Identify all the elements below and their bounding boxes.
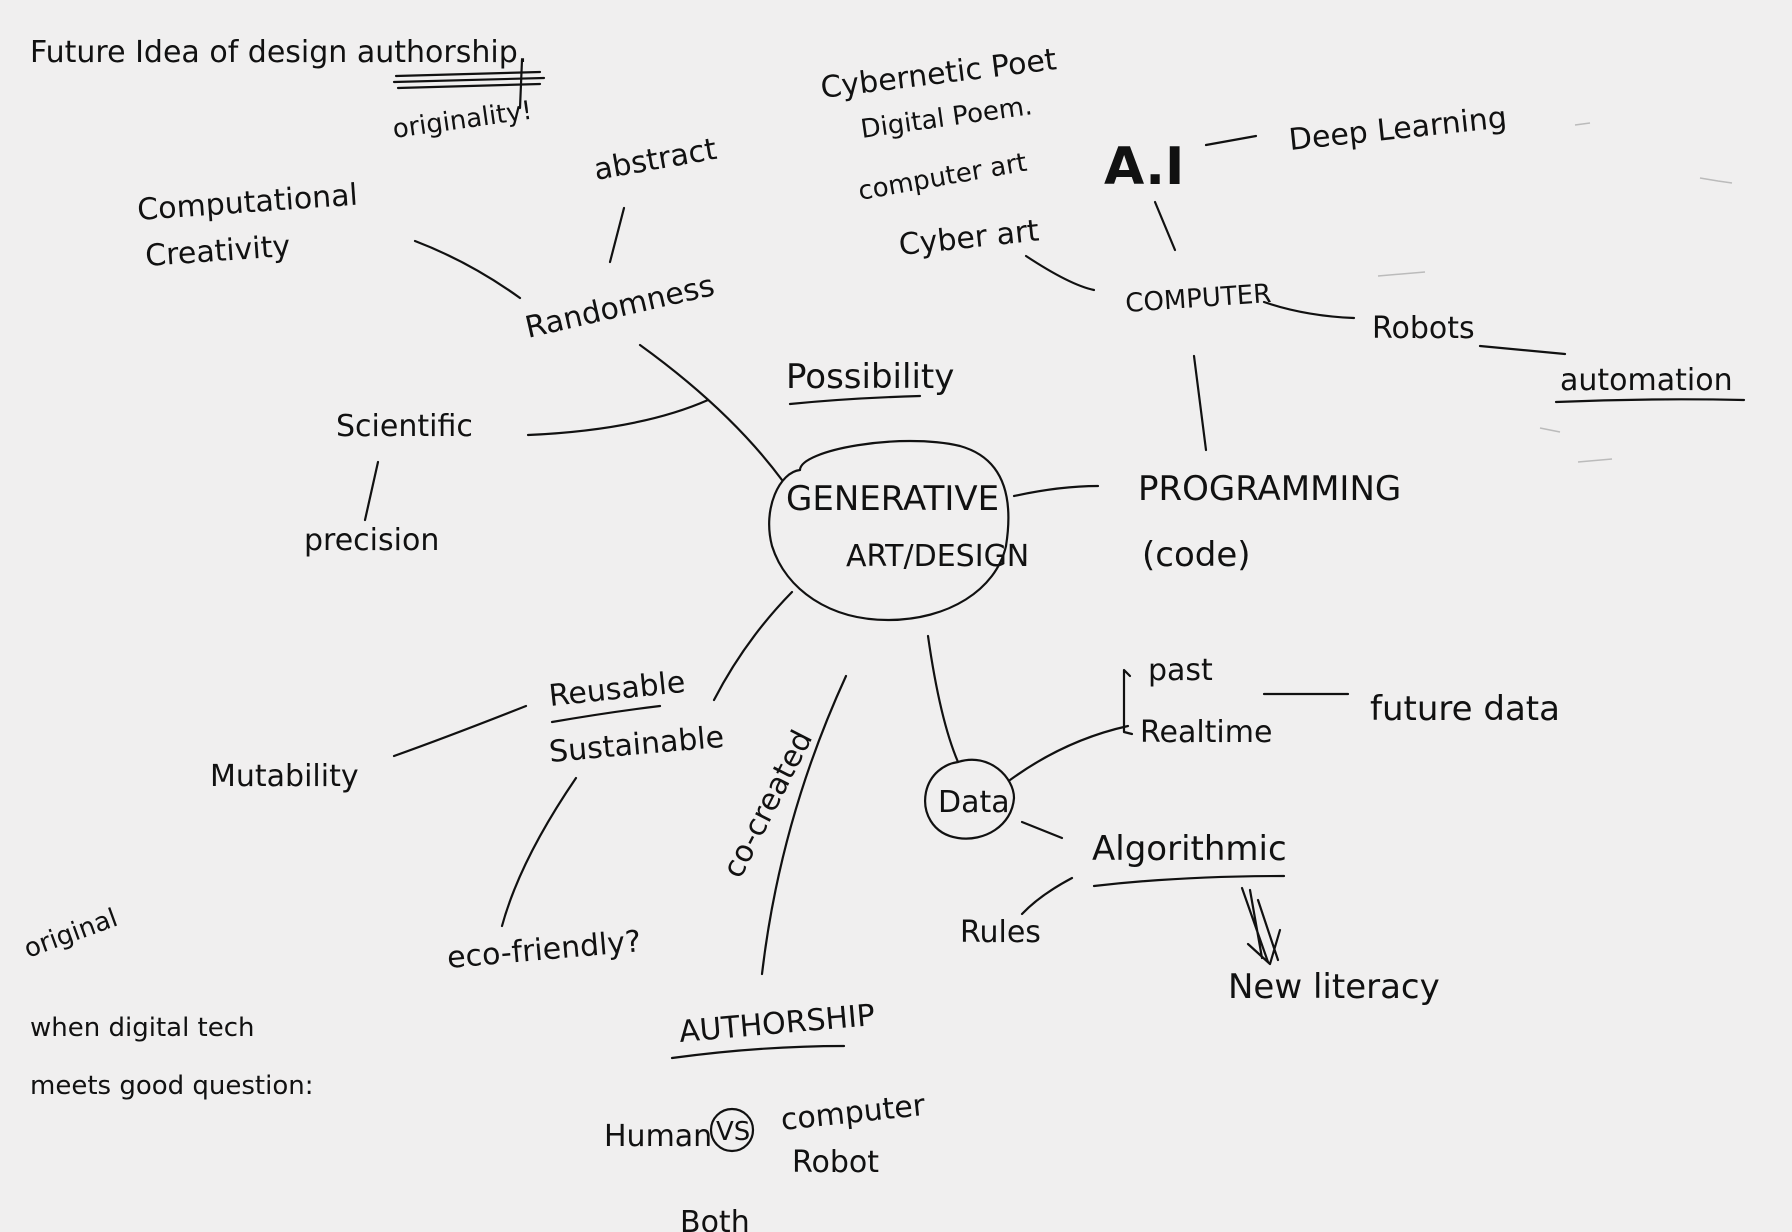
creativity-label: Creativity (144, 229, 291, 274)
computational-label: Computational (136, 178, 359, 228)
automation-underline (1554, 398, 1746, 404)
automation-label: automation (1560, 363, 1733, 398)
meets-good-question-note: meets good question: (30, 1071, 314, 1101)
robot-label: Robot (792, 1145, 879, 1180)
possibility-underline (788, 394, 922, 406)
connections (363, 134, 1567, 1060)
code-label: (code) (1142, 535, 1251, 575)
scientific-label: Scientific (336, 409, 473, 444)
possibility-label: Possibility (786, 357, 954, 397)
precision-label: precision (304, 523, 439, 558)
mutability-label: Mutability (210, 759, 359, 794)
data-ellipse (924, 758, 1016, 840)
line-robots-automation (1478, 344, 1567, 356)
algorithmic-label: Algorithmic (1092, 829, 1287, 869)
line-center-authorship (760, 674, 848, 976)
new-literacy-label: New literacy (1228, 967, 1440, 1007)
line-computer-programming (1192, 354, 1208, 452)
line-scientific-center (526, 398, 710, 437)
original-note: original (20, 903, 122, 964)
line-creativity-randomness (413, 239, 522, 300)
algorithmic-underline (1092, 874, 1286, 888)
line-center-programming (1012, 484, 1100, 498)
bracket-past-realtime (1122, 668, 1134, 736)
past-label: past (1148, 653, 1213, 688)
shapes (709, 440, 1016, 1153)
when-digital-tech-note: when digital tech (30, 1013, 255, 1043)
line-data-algorithmic (1020, 820, 1064, 840)
co-created-label: co-created (716, 725, 820, 884)
line-abstract-randomness (608, 206, 626, 264)
randomness-label: Randomness (522, 268, 718, 346)
title-exclaim-stroke (518, 58, 524, 110)
title-group: Future Idea of design authorship. origin… (30, 35, 546, 145)
authorship-label: AUTHORSHIP (678, 998, 877, 1050)
computer-art-label: computer art (856, 148, 1029, 207)
line-algorithmic-rules (1020, 876, 1074, 916)
line-data-past-realtime (1008, 724, 1130, 782)
reusable-label: Reusable (547, 665, 687, 714)
programming-label: PROGRAMMING (1138, 469, 1401, 509)
robots-label: Robots (1372, 311, 1475, 346)
paper-smudges (1377, 122, 1733, 463)
sustainable-label: Sustainable (548, 720, 726, 770)
future-data-label: future data (1370, 689, 1560, 729)
center-ellipse (768, 440, 1010, 622)
data-label: Data (938, 785, 1010, 820)
vs-circle (709, 1107, 755, 1153)
realtime-label: Realtime (1140, 715, 1272, 750)
abstract-label: abstract (591, 132, 719, 188)
line-sustainable-eco (500, 776, 578, 928)
computer-label: COMPUTER (1124, 279, 1272, 319)
authorship-underline (670, 1044, 846, 1060)
deep-learning-label: Deep Learning (1287, 100, 1508, 158)
vs-label: VS (716, 1117, 750, 1147)
human-label: Human (604, 1119, 712, 1154)
originality-note: originality! (391, 96, 534, 145)
line-scientific-precision (363, 460, 380, 522)
labels: Possibility Computational Creativity abs… (20, 42, 1746, 1232)
line-reusable-mutability (392, 704, 528, 758)
both-label: Both (680, 1205, 750, 1232)
digital-poem-label: Digital Poem. (859, 91, 1034, 145)
arrow-to-new-literacy (1240, 886, 1282, 966)
line-cyberart-computer (1024, 254, 1096, 292)
line-randomness-center (638, 343, 784, 482)
eco-friendly-label: eco-friendly? (446, 924, 643, 976)
line-computer-robots (1262, 300, 1356, 320)
cyber-art-label: Cyber art (897, 213, 1041, 263)
line-ai-computer (1153, 200, 1177, 252)
reusable-underline (550, 704, 662, 724)
rules-label: Rules (960, 915, 1041, 950)
generative-label: GENERATIVE (786, 479, 999, 519)
art-design-label: ART/DESIGN (846, 539, 1029, 574)
ai-label: A.I (1104, 137, 1184, 197)
line-center-data (926, 634, 960, 764)
page-title: Future Idea of design authorship. (30, 35, 527, 70)
line-ai-deeplearning (1204, 134, 1258, 147)
title-underline (392, 70, 546, 90)
computer-small-label: computer (779, 1088, 927, 1138)
line-center-reusable (712, 590, 794, 702)
